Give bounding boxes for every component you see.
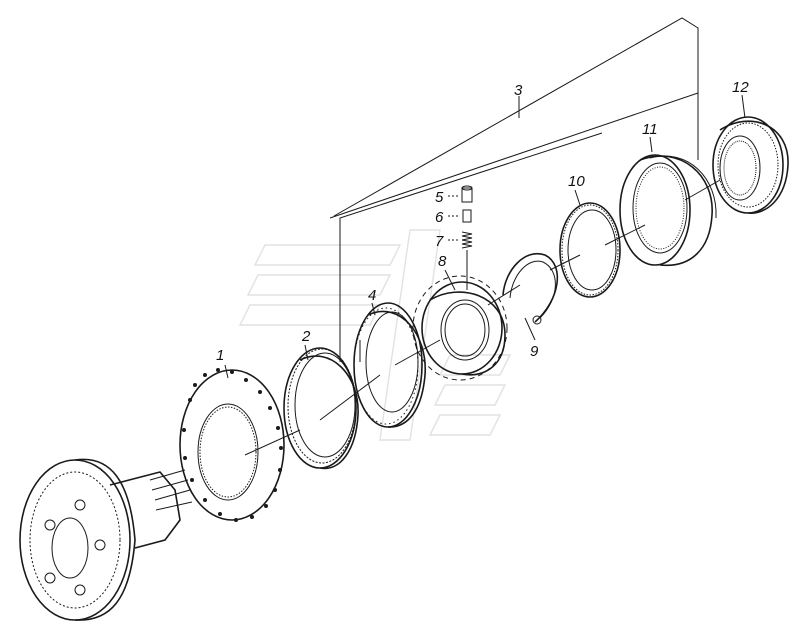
part-11-sleeve [619,136,717,267]
callout-8: 8 [438,253,447,270]
callout-4: 4 [368,287,376,304]
part-10-ring [559,189,621,298]
callout-1: 1 [216,347,224,364]
part-8-hub [412,269,508,381]
callout-10: 10 [568,173,585,190]
bracket-assembly-3 [329,17,699,362]
output-shaft-flange [19,458,193,621]
callout-2: 2 [301,328,311,345]
parts-5-6-7-stack [448,185,473,290]
watermark [238,229,512,441]
part-9-circlip [502,252,559,341]
callout-3: 3 [514,82,523,99]
callout-7: 7 [435,233,444,250]
part-2-ring [283,344,359,470]
callout-12: 12 [732,79,749,96]
part-12-gear [712,94,789,214]
callout-9: 9 [530,343,539,360]
part-4-cone [353,302,426,428]
callout-6: 6 [435,209,444,226]
part-1-disc [179,364,285,522]
callout-labels: 1 2 3 4 5 6 7 8 9 10 11 12 [216,79,749,364]
callout-11: 11 [642,121,658,138]
callout-5: 5 [435,189,444,206]
